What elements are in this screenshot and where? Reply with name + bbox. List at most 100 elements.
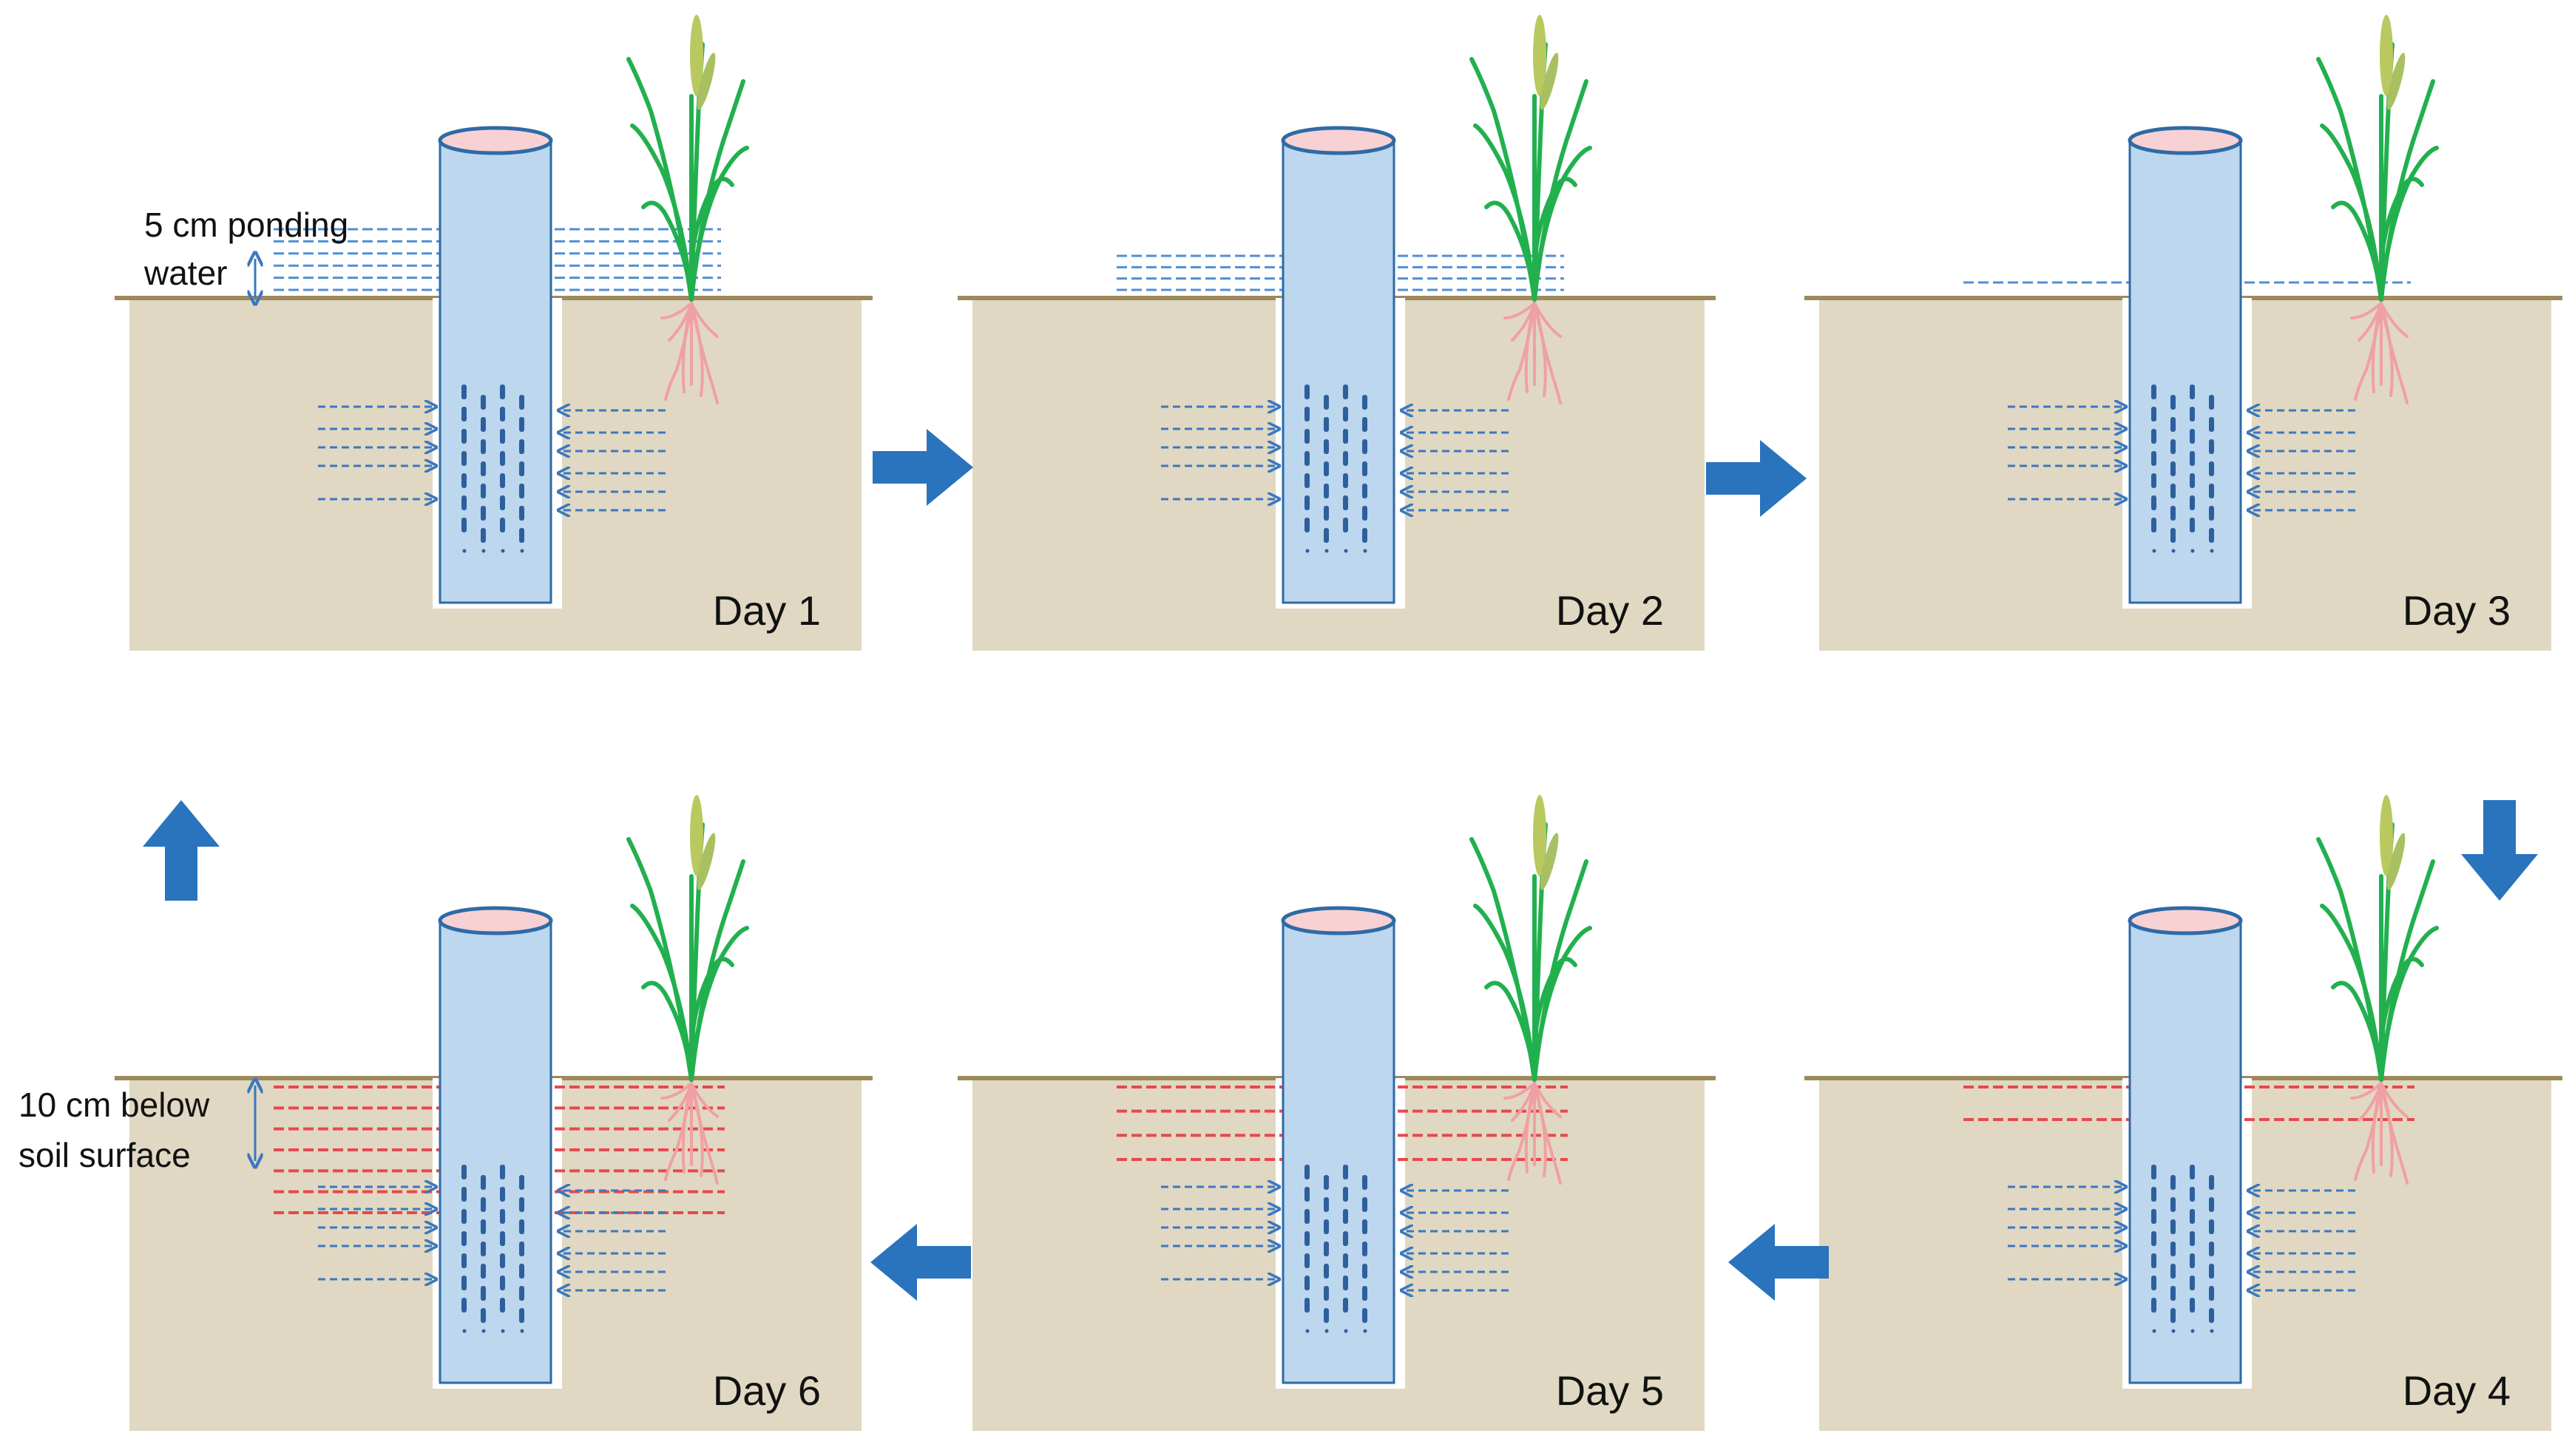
panel-day-1: Day 1 <box>115 15 873 651</box>
perforation-drop <box>1324 461 1329 476</box>
perforation-drop <box>1362 484 1367 498</box>
perforation-drop <box>500 473 505 488</box>
flow-arrow-right <box>1706 440 1807 517</box>
perforation-drop <box>2151 1231 2156 1246</box>
perforation-drop <box>2190 1276 2195 1290</box>
perforation-dot <box>2210 549 2214 553</box>
perforation-drop <box>1343 429 1348 444</box>
perforation-drop <box>1304 1298 1310 1313</box>
perforation-drop <box>2151 1276 2156 1290</box>
perforation-drop <box>2209 1219 2214 1234</box>
day-label: Day 1 <box>713 587 821 634</box>
perforation-drop <box>1343 1187 1348 1202</box>
perforation-drop <box>2190 495 2195 510</box>
perforation-drop <box>481 417 486 432</box>
plant-leaf <box>2379 926 2439 1082</box>
plant-leaf <box>689 926 749 1082</box>
perforation-drop <box>2151 1187 2156 1202</box>
perforation-drop <box>2151 1209 2156 1224</box>
perforation-drop <box>461 429 467 444</box>
perforation-drop <box>1324 506 1329 521</box>
perforation-drop <box>2151 407 2156 421</box>
perforation-drop <box>1343 407 1348 421</box>
perforation-drop <box>500 1165 505 1179</box>
perforation-drop <box>1362 506 1367 521</box>
perforation-drop <box>519 417 524 432</box>
perforation-drop <box>481 1175 486 1190</box>
plant-root <box>1524 1082 1536 1174</box>
perforation-drop <box>2170 484 2176 498</box>
tube-perforations <box>461 1165 524 1333</box>
ponding-annotation-line1: 5 cm ponding <box>144 206 348 244</box>
perforation-drop <box>500 518 505 532</box>
seepage-arrows <box>318 407 666 510</box>
plant-root <box>1503 302 1536 319</box>
perforation-drop <box>519 1242 524 1256</box>
plant-root <box>660 302 693 319</box>
plant-leaf <box>641 981 694 1082</box>
perforation-drop <box>500 385 505 399</box>
plant-root <box>690 1082 704 1177</box>
perforation-drop <box>1324 484 1329 498</box>
perforation-drop <box>1362 461 1367 476</box>
perforation-dot <box>462 549 467 553</box>
flow-arrow-up <box>143 800 220 901</box>
perforation-drop <box>2209 528 2214 543</box>
seepage-arrows <box>2008 1187 2355 1290</box>
plant-panicle <box>690 15 703 96</box>
perforation-drop <box>2190 1165 2195 1179</box>
below-annotation-line2: soil surface <box>18 1136 191 1174</box>
perforation-drop <box>2190 451 2195 466</box>
perforation-drop <box>1362 1197 1367 1212</box>
plant-panicle <box>697 53 716 110</box>
perforation-drop <box>481 528 486 543</box>
perforation-drop <box>2151 429 2156 444</box>
perforation-drop <box>2190 429 2195 444</box>
plant-root <box>1533 1082 1547 1177</box>
plant-leaf <box>1469 837 1537 1082</box>
perforation-drop <box>2209 1286 2214 1301</box>
perforation-drop <box>2209 439 2214 454</box>
panel-day-2: Day 2 <box>958 15 1716 651</box>
perforation-drop <box>2170 1175 2176 1190</box>
perforation-drop <box>1324 1197 1329 1212</box>
perforation-dot <box>1363 549 1367 553</box>
plant-leaf <box>2331 981 2383 1082</box>
perforation-drop <box>519 1286 524 1301</box>
tube-opening <box>438 906 553 935</box>
perforation-drop <box>2170 461 2176 476</box>
perforation-drop <box>1324 1264 1329 1279</box>
rice-plant <box>2316 15 2439 404</box>
panel-day-3: Day 3 <box>1804 15 2562 651</box>
perforation-drop <box>2151 518 2156 532</box>
plant-panicle <box>690 795 703 876</box>
perforation-dot <box>1324 1329 1329 1333</box>
perforation-drop <box>1304 495 1310 510</box>
perforation-dot <box>501 1329 505 1333</box>
plant-panicle <box>2380 795 2393 876</box>
perforation-drop <box>481 1286 486 1301</box>
tube-perforations <box>2151 1165 2214 1333</box>
plant-root <box>1524 302 1536 393</box>
perforation-drop <box>500 1276 505 1290</box>
perforation-drop <box>519 461 524 476</box>
plant-leaf <box>1484 200 1537 302</box>
perforation-drop <box>461 1253 467 1268</box>
perforation-drop <box>2151 495 2156 510</box>
plant-panicle <box>697 833 716 890</box>
perforation-drop <box>461 1187 467 1202</box>
perforation-drop <box>481 1264 486 1279</box>
perforation-drop <box>481 461 486 476</box>
perforation-drop <box>481 395 486 410</box>
plant-leaf <box>1532 146 1592 302</box>
perforation-drop <box>461 518 467 532</box>
perforation-drop <box>481 1242 486 1256</box>
perforation-drop <box>519 395 524 410</box>
plant-panicle <box>2386 833 2406 890</box>
perforation-dot <box>481 1329 486 1333</box>
plant-leaf <box>689 146 749 302</box>
perforation-drop <box>519 484 524 498</box>
plant-leaf <box>1532 926 1592 1082</box>
perforation-drop <box>461 473 467 488</box>
